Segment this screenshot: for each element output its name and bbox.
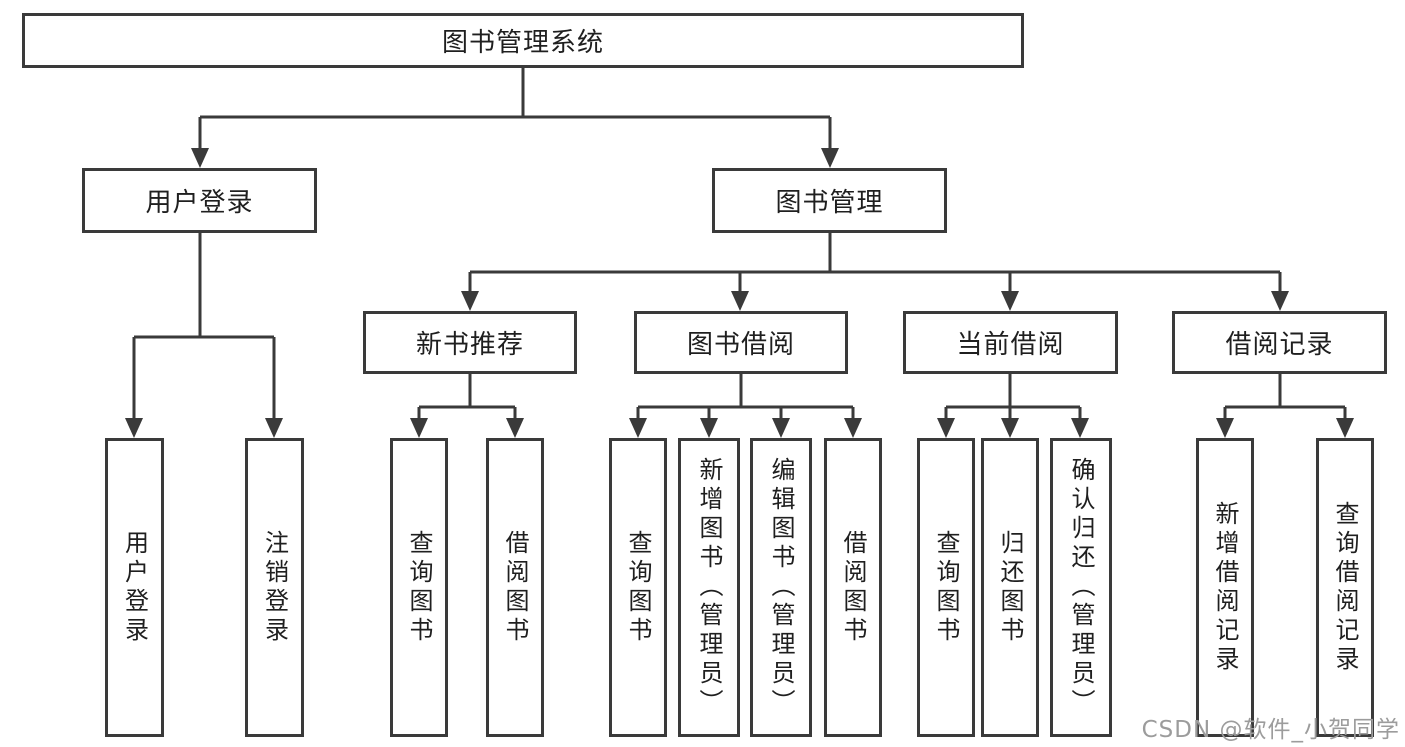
- arrowhead: [1071, 418, 1089, 438]
- connector-book-mgmt-to-level2: [461, 233, 1289, 311]
- node-current-borrow: 当前借阅: [903, 311, 1118, 374]
- leaf-add-borrow-record: 新增借阅记录: [1196, 438, 1254, 737]
- arrowhead: [410, 418, 428, 438]
- connector-current-borrow-to-leaves: [937, 374, 1089, 438]
- arrowhead: [125, 418, 143, 438]
- leaf-user-login: 用户登录: [105, 438, 164, 737]
- csdn-watermark: CSDN @软件_小贺同学: [1141, 717, 1400, 743]
- node-new-book-recommend: 新书推荐: [363, 311, 577, 374]
- connector-root-to-level1: [191, 68, 839, 168]
- node-user-login: 用户登录: [82, 168, 317, 233]
- arrowhead: [629, 418, 647, 438]
- node-book-management: 图书管理: [712, 168, 947, 233]
- arrowhead: [1216, 418, 1234, 438]
- leaf-search-books-recommend: 查询图书: [390, 438, 448, 737]
- connector-book-borrow-to-leaves: [629, 374, 862, 438]
- leaf-logout: 注销登录: [245, 438, 304, 737]
- arrowhead: [461, 291, 479, 311]
- leaf-borrow-books-recommend: 借阅图书: [486, 438, 544, 737]
- leaf-search-borrow-record: 查询借阅记录: [1316, 438, 1374, 737]
- arrowhead: [937, 418, 955, 438]
- arrowhead: [731, 291, 749, 311]
- leaf-search-books-borrow: 查询图书: [609, 438, 667, 737]
- leaf-search-books-current: 查询图书: [917, 438, 975, 737]
- connector-borrow-record-to-leaves: [1216, 374, 1354, 438]
- connector-new-book-to-leaves: [410, 374, 524, 438]
- arrowhead: [700, 418, 718, 438]
- arrowhead: [772, 418, 790, 438]
- arrowhead: [1271, 291, 1289, 311]
- arrowhead: [265, 418, 283, 438]
- leaf-confirm-return-admin: 确认归还（管理员）: [1050, 438, 1112, 737]
- leaf-edit-book-admin: 编辑图书（管理员）: [750, 438, 812, 737]
- arrowhead: [506, 418, 524, 438]
- connector-user-login-to-leaves: [125, 233, 283, 438]
- leaf-add-book-admin: 新增图书（管理员）: [678, 438, 740, 737]
- arrowhead: [1001, 418, 1019, 438]
- arrowhead: [1336, 418, 1354, 438]
- node-borrow-record: 借阅记录: [1172, 311, 1387, 374]
- leaf-return-book: 归还图书: [981, 438, 1039, 737]
- node-book-borrow: 图书借阅: [634, 311, 848, 374]
- leaf-borrow-books: 借阅图书: [824, 438, 882, 737]
- arrowhead: [191, 148, 209, 168]
- node-root-system: 图书管理系统: [22, 13, 1024, 68]
- arrowhead: [1001, 291, 1019, 311]
- arrowhead: [821, 148, 839, 168]
- arrowhead: [844, 418, 862, 438]
